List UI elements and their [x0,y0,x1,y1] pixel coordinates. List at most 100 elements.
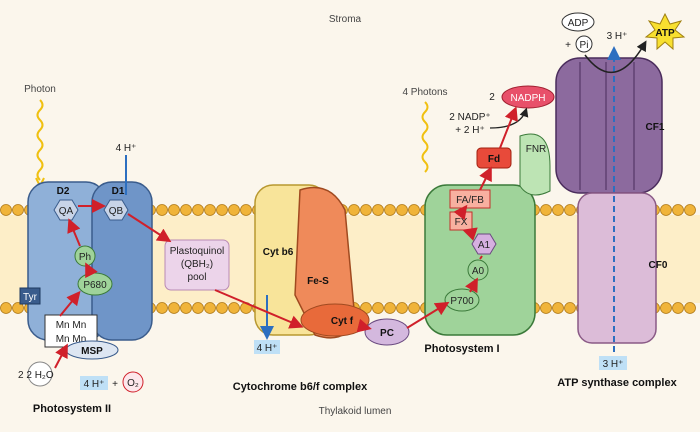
atp-synthase: CF1 CF0 3 H⁺ 3 H⁺ ADP + Pi ATP ATP synth… [555,12,686,389]
pq-pool-box [164,239,230,291]
lipid-head-bottom [0,302,12,314]
mn-label-2: Mn Mn [56,334,87,345]
lipid-head-bottom [396,302,408,314]
atp-proton-bottom-box [599,356,627,370]
photosystem-i: 4 Photons FA/FB FX A1 A0 P700 Fd FNR 2 N… [402,85,555,355]
cytochrome-b6f-complex: Cyt b6 Fe-S Cyt f 4 H⁺ Cytochrome b6/f c… [233,184,370,393]
atp-formation-arrow [584,40,647,74]
lipid-head-bottom [384,302,396,314]
photons-wave-icon [421,101,429,173]
lipid-head-top [684,204,696,216]
lipid-head-bottom [564,302,576,314]
lipid-head-bottom [204,302,216,314]
adp-label: ADP [568,18,589,29]
plus-o2-sign: + [112,379,118,390]
fx-label: FX [455,217,468,228]
lipid-head-top [0,204,12,216]
msp-label: MSP [81,346,103,357]
a0-label: A0 [472,266,485,277]
nadph-label: NADPH [510,93,545,104]
photon-label: Photon [24,84,56,95]
cyt-complex-title: Cytochrome b6/f complex [233,381,368,393]
fes-label: Fe-S [307,276,329,287]
lipid-head-top [672,204,684,216]
p700-label: P700 [450,296,474,307]
cyt-proton-box [254,340,280,354]
lipid-head-top [372,204,384,216]
pi-label: Pi [580,40,589,51]
lipid-head-top [216,204,228,216]
atp-proton-bottom: 3 H⁺ [603,359,624,370]
psii-proton-lumen: 4 H⁺ [84,379,105,390]
water-label: 2 H₂O [26,370,53,381]
lipid-head-top [360,204,372,216]
ph-cofactor [74,245,96,267]
lipid-head-bottom [180,302,192,314]
lipid-head-bottom [156,302,168,314]
p700-center [444,288,480,312]
fafb-label: FA/FB [456,195,484,206]
adp-molecule [561,12,595,32]
stroma-label: Stroma [329,14,362,25]
fnr-protein [519,133,551,196]
qb-label: QB [109,206,124,217]
lipid-head-top [660,204,672,216]
nadp-line1: 2 NADP⁺ [449,112,490,123]
water-coef: 2 [18,370,24,381]
adp-plus: + [565,40,571,51]
lipid-head-top [408,204,420,216]
pi-molecule [575,35,593,53]
psii-proton-stroma: 4 H⁺ [116,143,137,154]
fnr-label: FNR [526,144,547,155]
cyt-f-label: Cyt f [331,316,354,327]
a1-cofactor [471,233,497,255]
d1-label: D1 [112,186,125,197]
psii-proton-out-box [80,376,108,390]
cf0-base [577,192,657,344]
four-photons-label: 4 Photons [402,87,447,98]
ferredoxin [476,147,512,169]
lipid-head-top [552,204,564,216]
d2-label: D2 [57,186,70,197]
plastoquinol-pool: Plastoquinol (QBH₂) pool [164,239,230,291]
lipid-head-top [204,204,216,216]
lipid-head-bottom [372,302,384,314]
lipid-head-top [540,204,552,216]
a1-label: A1 [478,240,491,251]
lipid-head-bottom [216,302,228,314]
lipid-head-top [240,204,252,216]
atp-synthase-title: ATP synthase complex [557,377,677,389]
nadp-line2: + 2 H⁺ [455,125,484,136]
lipid-head-bottom [684,302,696,314]
lipid-head-top [564,204,576,216]
lipid-head-top [156,204,168,216]
tyr-label: Tyr [23,292,38,303]
lipid-head-top [228,204,240,216]
lipid-head-bottom [552,302,564,314]
oxygen-label: O₂ [127,378,139,389]
atp-label: ATP [655,28,675,39]
lipid-head-top [12,204,24,216]
atp-star-icon [644,12,686,51]
lipid-head-top [180,204,192,216]
water-molecule [27,361,53,387]
lipid-head-bottom [168,302,180,314]
cyt-proton: 4 H⁺ [257,343,278,354]
psii-title: Photosystem II [33,403,111,415]
lipid-head-bottom [672,302,684,314]
lipid-head-top [396,204,408,216]
lipid-head-bottom [660,302,672,314]
oxygen-molecule [122,371,144,393]
pq-pool-line2: (QBH₂) [181,259,213,270]
ph-label: Ph [79,252,91,263]
lipid-head-bottom [408,302,420,314]
photon-wave-icon [36,99,44,181]
lipid-head-top [192,204,204,216]
lumen-label: Thylakoid lumen [319,406,392,417]
nadph-coef: 2 [489,92,495,103]
a0-cofactor [467,259,489,281]
mn-label-1: Mn Mn [56,320,87,331]
atp-proton-top: 3 H⁺ [607,31,628,42]
